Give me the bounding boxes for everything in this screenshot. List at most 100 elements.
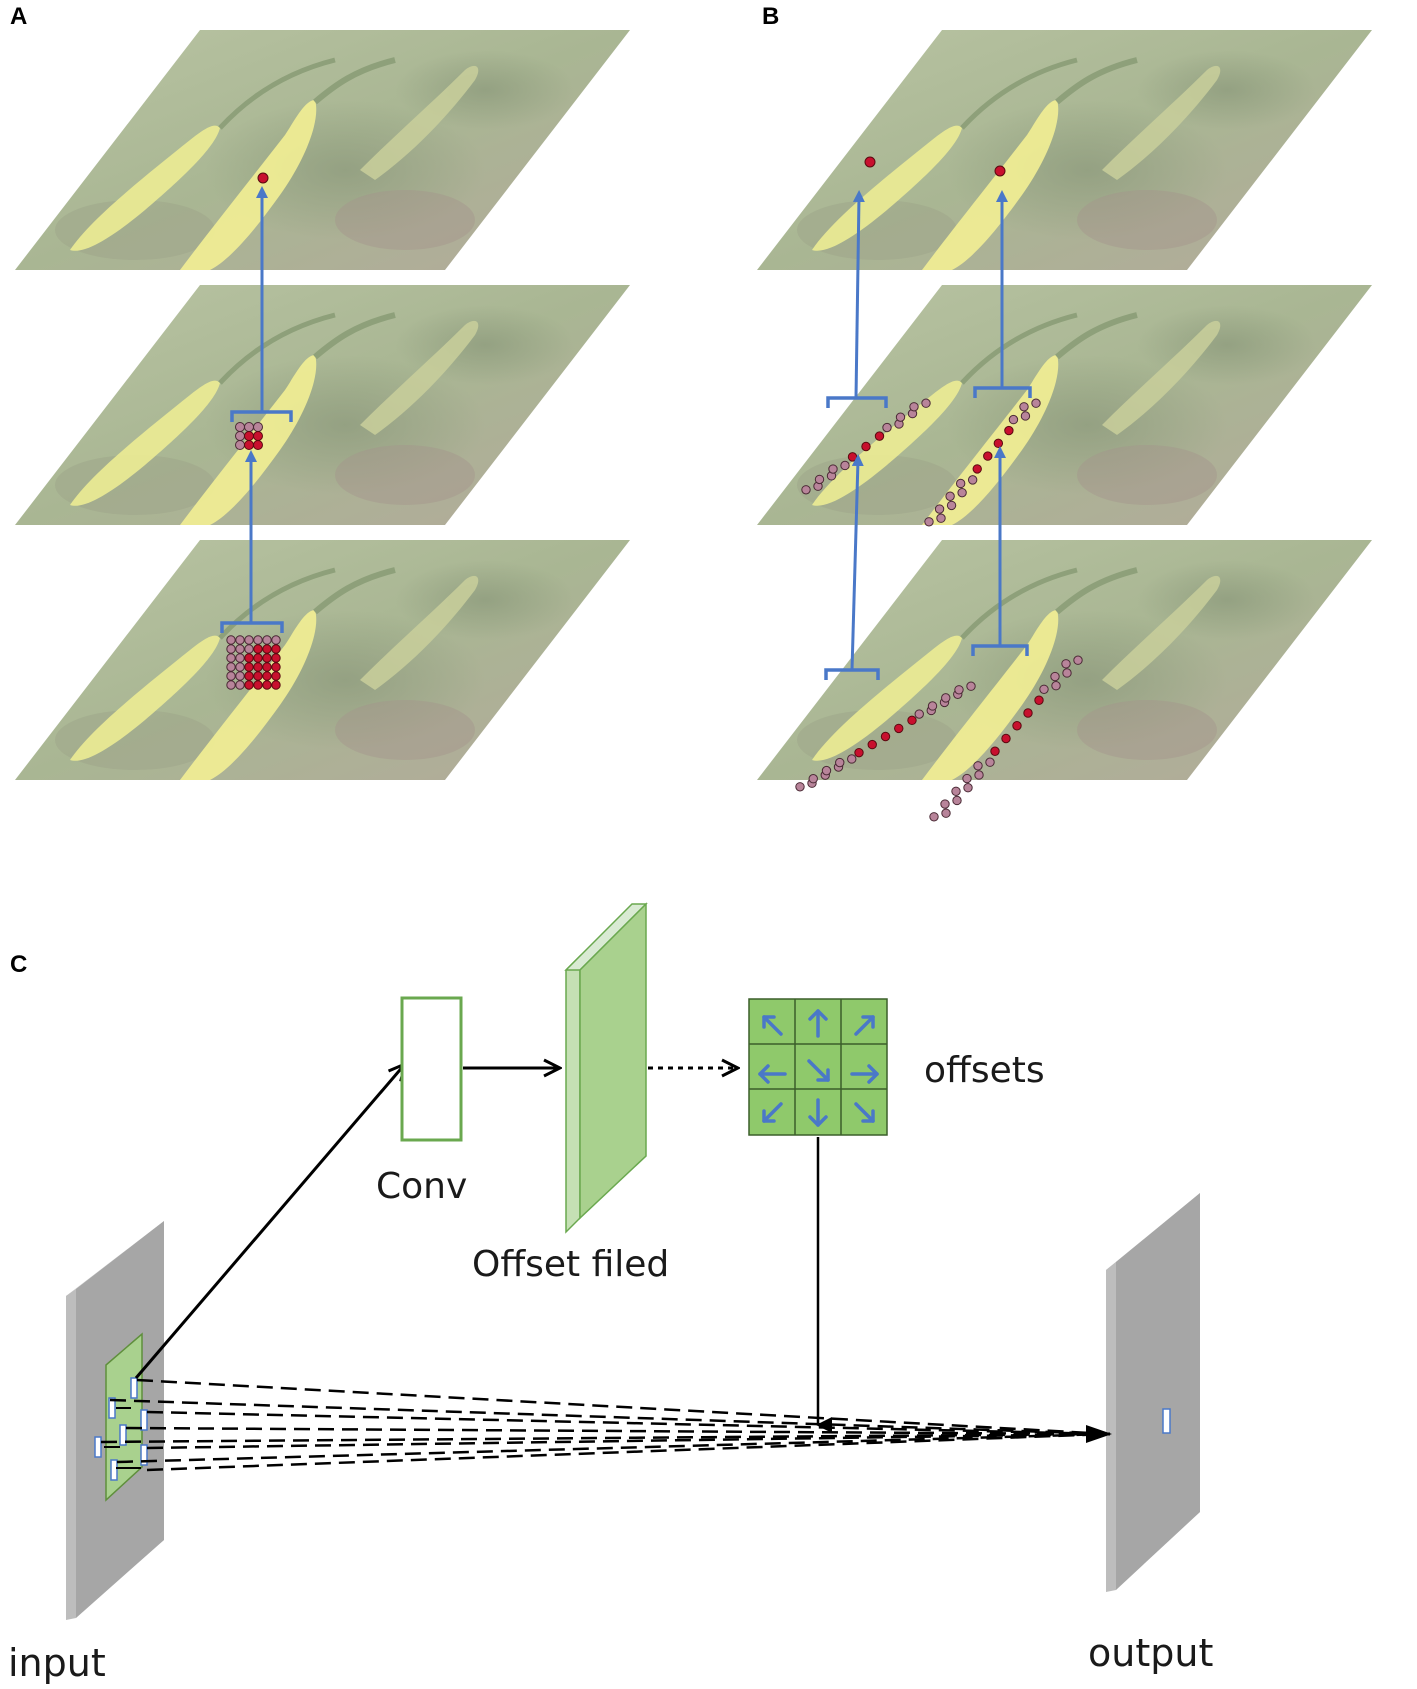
sampling-point [253, 635, 263, 645]
panel-b-label: B [762, 3, 779, 30]
sampling-point-active [990, 746, 1000, 756]
sampling-point [795, 782, 805, 792]
sampling-point-active [854, 747, 864, 758]
sampling-point [244, 644, 254, 654]
sampling-point [924, 517, 934, 527]
sampling-point-active [972, 464, 982, 474]
offset-field-slab [564, 902, 648, 1234]
sampling-point [985, 757, 995, 767]
sampling-point-active [262, 680, 272, 690]
panel-a-layer-bottom [15, 540, 630, 780]
input-label: input [8, 1641, 106, 1685]
offset-field-label: Offset filed [472, 1244, 669, 1285]
sampling-point [235, 662, 245, 672]
panel-a-top-point [257, 172, 269, 184]
sampling-point [1031, 398, 1041, 408]
sampling-point [1061, 659, 1071, 669]
panel-b-bottom-cluster-left [795, 681, 976, 792]
sampling-point [1062, 668, 1072, 678]
panel-a-label: A [10, 3, 27, 30]
sampling-point-active [244, 671, 254, 681]
sampling-point [895, 412, 906, 422]
sampling-point [934, 504, 945, 514]
panel-b-layer-top [757, 30, 1372, 270]
sampling-point [952, 795, 962, 806]
sampling-point [821, 765, 832, 776]
arrow-right-icon [850, 1064, 879, 1084]
arrow-down-right-icon [807, 1059, 830, 1082]
sampling-point [235, 671, 245, 681]
sampling-point [226, 671, 236, 681]
sampling-point [909, 402, 919, 412]
arrow-up-icon [808, 1009, 828, 1038]
panel-b-arrow-lower-left [850, 454, 864, 671]
sampling-point-active [993, 438, 1004, 449]
sampling-point [1020, 411, 1031, 421]
sampling-point [226, 653, 236, 663]
sampling-lines [100, 1378, 1109, 1472]
sampling-point-active [983, 451, 993, 461]
sampling-point-active [1023, 708, 1033, 718]
conv-block [400, 996, 463, 1142]
sampling-point [936, 513, 946, 523]
output-feature-map [1106, 1193, 1200, 1592]
sampling-point-active [1012, 721, 1022, 731]
sampling-point [963, 783, 973, 793]
sampling-point [914, 709, 924, 719]
arrow-up-right-icon [854, 1015, 875, 1036]
input-to-conv-arrow [134, 1064, 405, 1379]
panel-b: B [757, 3, 1372, 822]
sampling-point [828, 464, 838, 474]
sampling-point-active [262, 644, 272, 654]
panel-c-label: C [10, 951, 27, 978]
sampling-point [808, 774, 818, 784]
panel-a-middle-cluster [235, 422, 263, 450]
sampling-point [226, 662, 236, 672]
sampling-point-active [253, 680, 263, 690]
sampling-point-active [244, 662, 254, 672]
sampling-point [954, 685, 964, 695]
sampling-point-active [244, 680, 254, 690]
panel-b-layer-middle [757, 285, 1372, 525]
sampling-point [973, 761, 983, 771]
panel-a: A [10, 3, 630, 780]
sampling-point [967, 475, 978, 485]
sampling-point-active [867, 739, 877, 750]
sampling-point-active [253, 662, 263, 672]
sampling-point [235, 680, 245, 690]
sampling-point [1039, 684, 1049, 694]
sampling-point [1008, 414, 1019, 425]
panel-c: C [8, 902, 1213, 1685]
sampling-point-active [271, 671, 281, 681]
sampling-point-active [1001, 733, 1011, 744]
sampling-point-active [262, 662, 272, 672]
sampling-point-active [271, 653, 281, 663]
panel-b-middle-cluster-right [924, 398, 1041, 527]
sampling-point [927, 701, 938, 711]
arrow-up-left-icon [762, 1015, 783, 1036]
sampling-point [1050, 671, 1060, 682]
sampling-point-active [244, 653, 254, 663]
sampling-point-active [253, 644, 263, 654]
output-location [1162, 1408, 1171, 1434]
sampling-point [882, 422, 892, 433]
panel-b-top-point-left [864, 156, 876, 168]
sampling-point-active [262, 671, 272, 681]
sampling-point [1051, 681, 1061, 691]
sampling-point [941, 693, 951, 703]
sampling-point [262, 635, 272, 645]
sampling-point-active [880, 731, 891, 742]
sampling-point [235, 644, 245, 654]
sampling-point-active [271, 644, 281, 654]
sampling-point [945, 491, 955, 501]
sampling-point [957, 487, 967, 498]
sampling-point [946, 500, 957, 511]
sampling-point [974, 770, 984, 780]
input-feature-map [66, 1221, 164, 1620]
sampling-point-active [1004, 425, 1014, 436]
sampling-point [814, 474, 825, 485]
arrow-down-right-icon [854, 1102, 875, 1123]
sampling-point [847, 754, 857, 764]
